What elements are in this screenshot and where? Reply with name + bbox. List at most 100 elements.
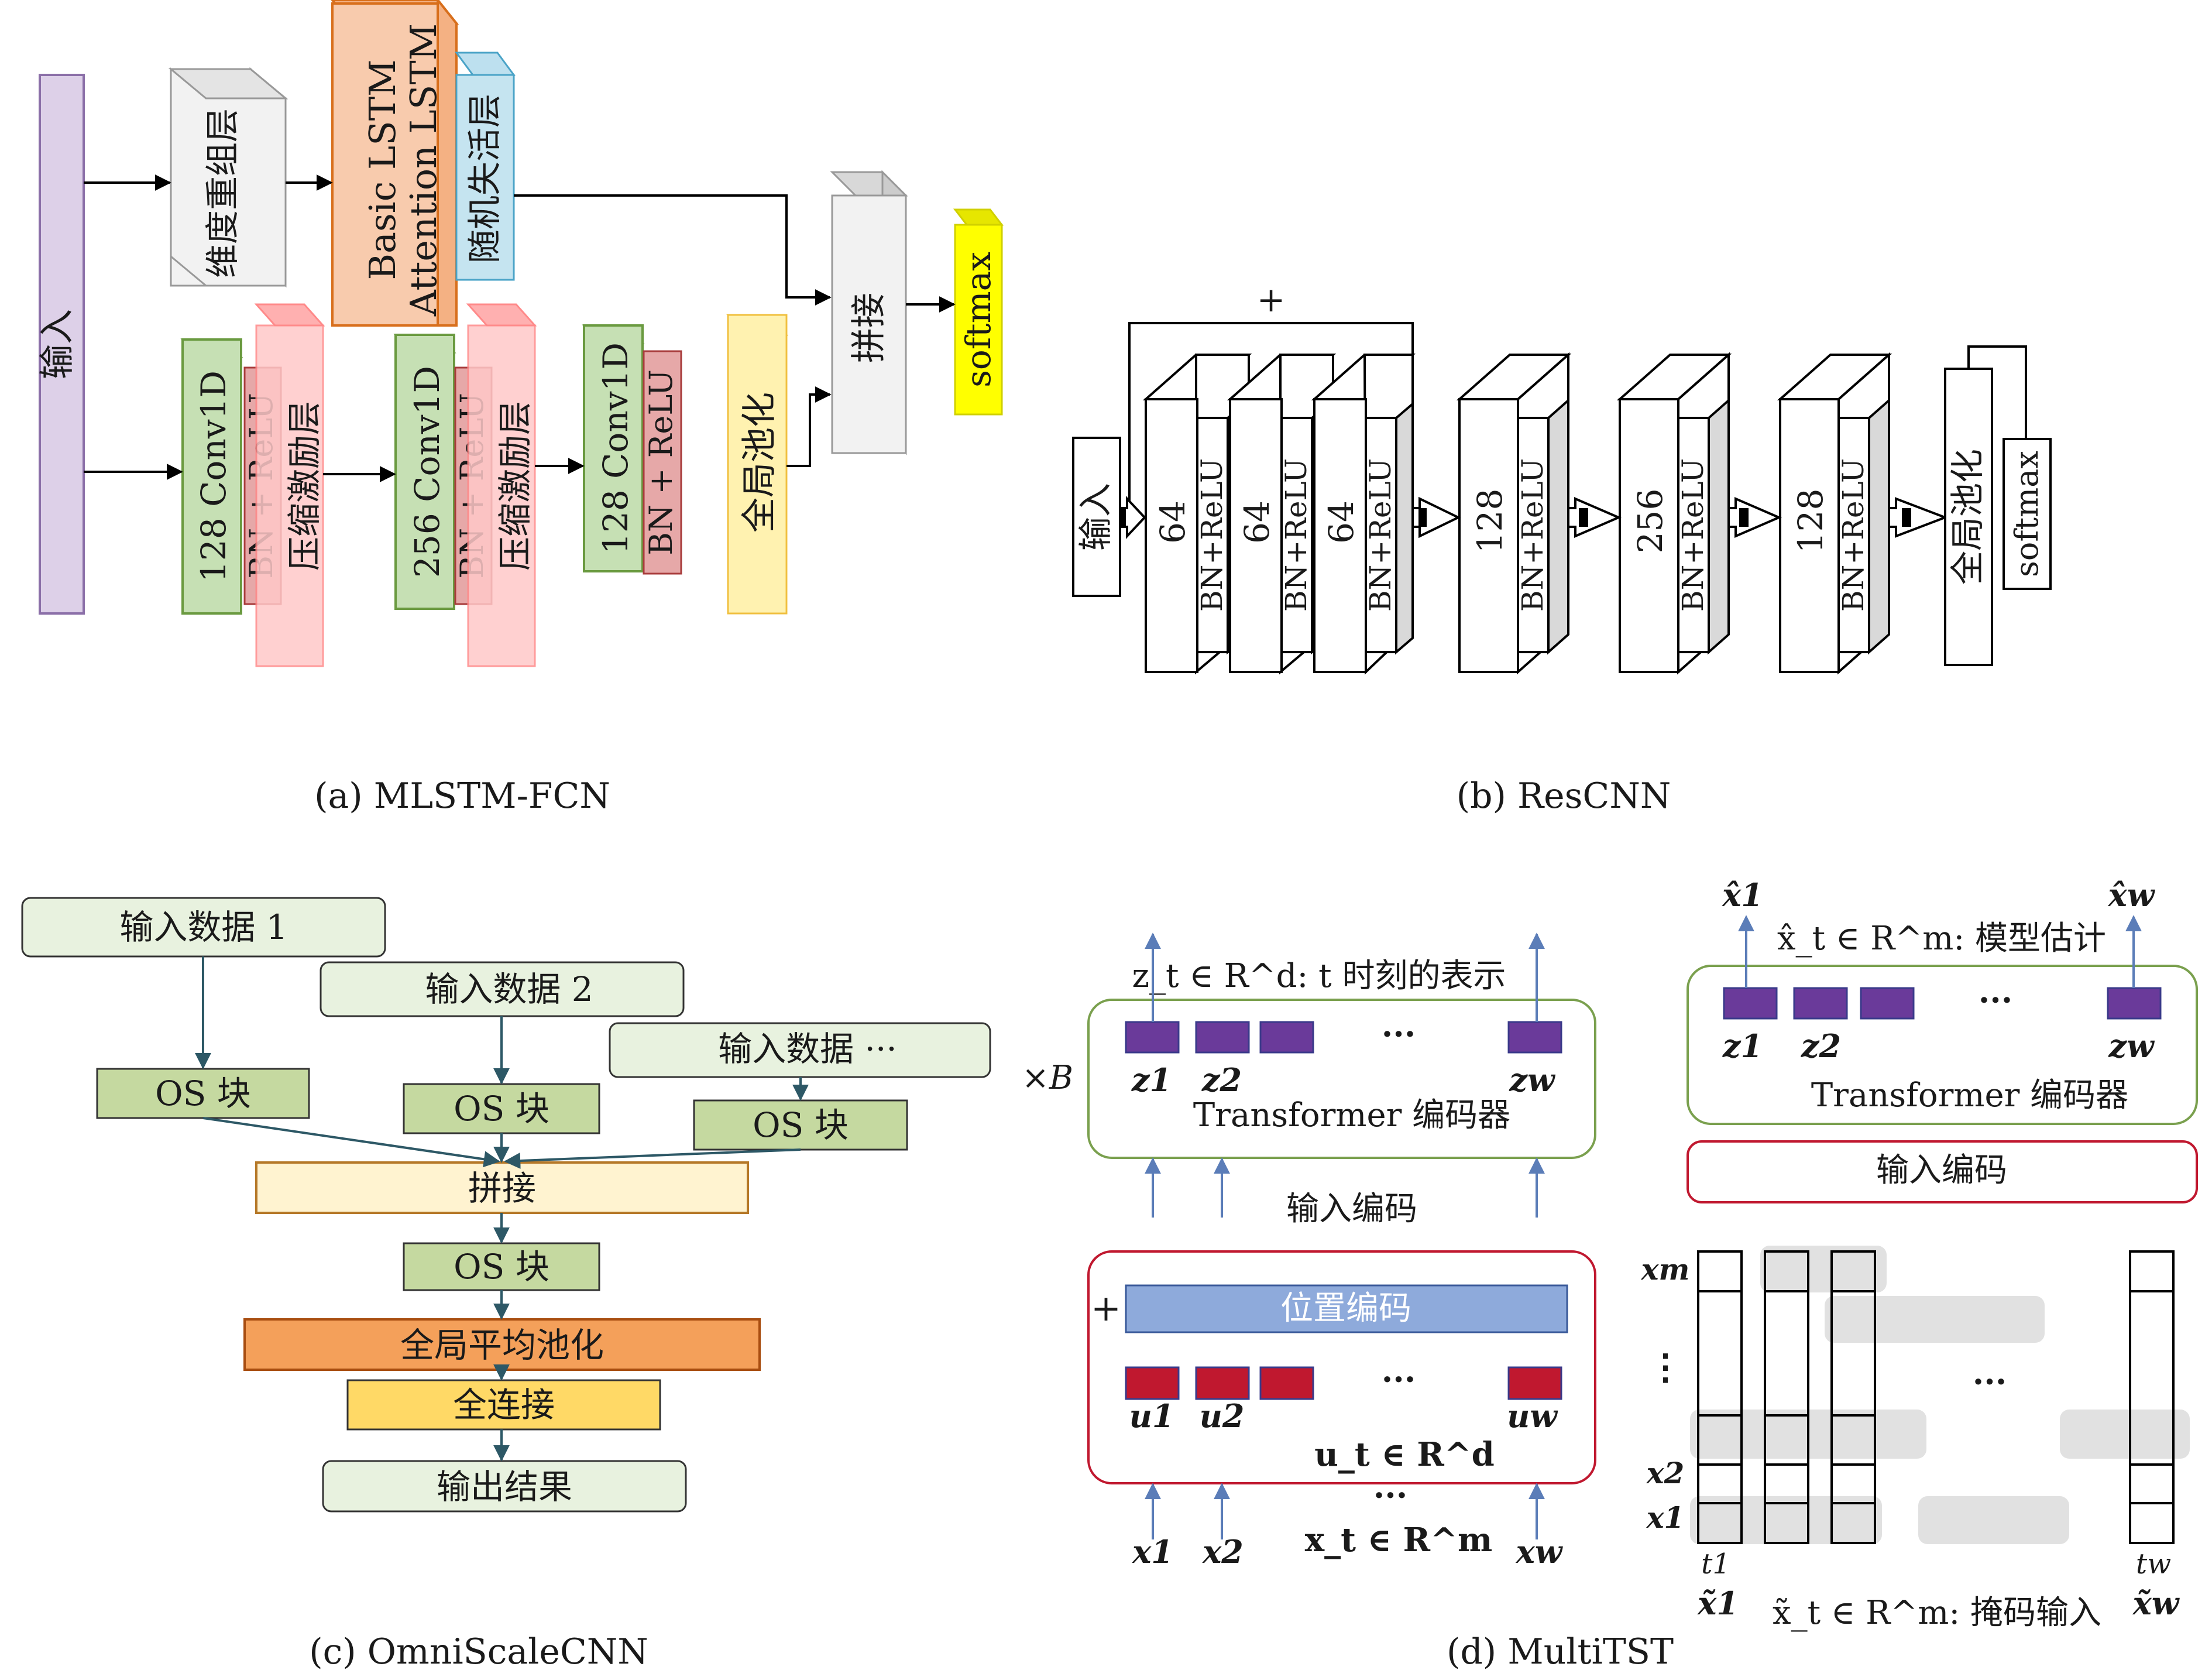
a-conv-block-2 — [393, 334, 456, 610]
c-os-block-1 — [96, 1068, 310, 1119]
d-pretrain-z-dots: ··· — [1979, 981, 2013, 1020]
a-se-block-2 — [466, 303, 537, 667]
d-pretrain-input-encoding-label: 输入编码 — [1876, 1151, 2007, 1189]
b-conv-block-4 — [1456, 352, 1572, 675]
c-input-3-label: 输入数据 ··· — [718, 1029, 897, 1069]
panel-a: 输入 维度重组层 Basic LSTM Attention LSTM 随机失活层 — [37, 0, 1004, 817]
d-z2: z2 — [1201, 1061, 1242, 1099]
d-z1: z1 — [1131, 1061, 1172, 1099]
d-xw: xw — [1516, 1533, 1564, 1570]
c-fc — [346, 1379, 661, 1431]
d-pretrain-z-w — [2107, 987, 2162, 1020]
a-bn3-label: BN + ReLU — [643, 369, 679, 555]
c-gap — [243, 1318, 761, 1371]
a-conv2-label: 256 Conv1D — [407, 366, 447, 578]
b-caption: (b) ResCNN — [1457, 776, 1671, 817]
b-filter-3: 64 — [1321, 500, 1361, 544]
a-lstm-block — [331, 0, 459, 327]
a-dropout-block — [455, 52, 516, 281]
d-x-label: x_t ∈ R^m — [1305, 1521, 1492, 1559]
d-input-encoding-label: 输入编码 — [1286, 1190, 1417, 1228]
a-input-box — [39, 74, 85, 615]
d-pretrain-input-encoding-box — [1687, 1140, 2198, 1203]
a-gap-block — [726, 314, 789, 615]
d-uw: uw — [1507, 1397, 1558, 1435]
d-input-arrows — [1145, 1483, 1545, 1539]
a-input-label: 输入 — [37, 309, 78, 379]
b-plus: + — [1257, 280, 1286, 320]
b-bn-2: BN+ReLU — [1279, 458, 1313, 612]
d-x2: x2 — [1202, 1533, 1244, 1570]
b-gap-label: 全局池化 — [1947, 449, 1987, 585]
d-xhat1: x̂1 — [1722, 876, 1763, 914]
a-conv-block-3 — [582, 324, 645, 572]
b-filter-2: 64 — [1237, 500, 1277, 544]
c-arrows — [195, 956, 809, 1462]
c-os-block-1-label: OS 块 — [155, 1074, 251, 1113]
b-bn-5: BN+ReLU — [1676, 458, 1710, 612]
c-os-block-3-label: OS 块 — [753, 1105, 849, 1145]
a-se-block-1 — [254, 303, 325, 667]
c-input-2-label: 输入数据 2 — [425, 969, 593, 1009]
a-concat-block — [830, 170, 908, 455]
b-filter-5: 256 — [1630, 489, 1670, 554]
d-z-label: z_t ∈ R^d: t 时刻的表示 — [1132, 957, 1506, 995]
d-plus: + — [1091, 1287, 1121, 1329]
d-pretrain-zw: zw — [2108, 1027, 2155, 1065]
d-pretrain-z-1 — [1723, 987, 1778, 1020]
d-pretrain-z2: z2 — [1801, 1027, 1841, 1065]
d-row-vdots: ⋮ — [1648, 1347, 1683, 1388]
a-gap-label: 全局池化 — [739, 392, 780, 533]
d-xhatw: x̂w — [2108, 876, 2156, 914]
d-pretrain-z-2 — [1793, 987, 1848, 1020]
d-encoder-label: Transformer 编码器 — [1193, 1096, 1510, 1134]
b-bn-4: BN+ReLU — [1516, 458, 1550, 612]
c-input-1-label: 输入数据 1 — [119, 907, 287, 947]
b-softmax-label: softmax — [2008, 451, 2045, 577]
d-u2: u2 — [1200, 1397, 1245, 1435]
c-concat-label: 拼接 — [468, 1168, 536, 1208]
d-time-tw: tw — [2136, 1548, 2171, 1580]
panel-c: 输入数据 1 输入数据 2 输入数据 ··· OS 块 OS 块 OS 块 拼接… — [21, 897, 991, 1670]
d-xhat-label: x̂_t ∈ R^m: 模型估计 — [1777, 920, 2106, 958]
b-conv-block-5 — [1616, 352, 1732, 675]
b-conv-block-3 — [1311, 354, 1416, 675]
d-times-b: ×B — [1022, 1059, 1073, 1097]
d-u1: u1 — [1129, 1397, 1174, 1435]
a-lstm-attention: Attention LSTM — [402, 23, 445, 317]
d-pretrain-z-3 — [1860, 987, 1915, 1020]
a-conv1-label: 128 Conv1D — [194, 371, 233, 582]
d-z-dots: ··· — [1382, 1015, 1416, 1054]
c-os-block-3 — [693, 1099, 908, 1151]
d-u-vec-2 — [1195, 1366, 1250, 1400]
d-z-vec-2 — [1195, 1021, 1250, 1054]
a-se2-label: 压缩激励层 — [495, 401, 535, 571]
c-caption: (c) OmniScaleCNN — [309, 1631, 648, 1670]
b-input-label: 输入 — [1076, 483, 1115, 551]
d-row-xm: xm — [1641, 1252, 1690, 1287]
b-filter-1: 64 — [1153, 500, 1193, 544]
a-conv3-label: 128 Conv1D — [596, 342, 636, 554]
d-pretrain-arrows — [1738, 915, 2142, 988]
a-bn-block-3 — [643, 350, 682, 575]
d-z-vec-1 — [1125, 1021, 1180, 1054]
b-filter-4: 128 — [1470, 489, 1510, 554]
d-time-t1: t1 — [1701, 1548, 1730, 1580]
d-row-x1: x1 — [1646, 1500, 1685, 1535]
b-input-box — [1072, 437, 1121, 597]
c-gap-label: 全局平均池化 — [400, 1325, 604, 1365]
d-u-vec-w — [1507, 1366, 1562, 1400]
d-u-vec-3 — [1259, 1366, 1314, 1400]
a-softmax-block — [953, 208, 1004, 416]
c-os-block-2-label: OS 块 — [454, 1089, 549, 1129]
d-u-label: u_t ∈ R^d — [1314, 1435, 1495, 1474]
a-reshape-block — [168, 67, 288, 288]
a-caption: (a) MLSTM-FCN — [314, 776, 610, 817]
d-time-columns — [1697, 1250, 2175, 1544]
b-bn-3: BN+ReLU — [1363, 458, 1397, 612]
d-zw: zw — [1509, 1061, 1556, 1099]
d-masked-label: x̃_t ∈ R^m: 掩码输入 — [1773, 1594, 2101, 1632]
d-pretrain-encoder-label: Transformer 编码器 — [1811, 1076, 2128, 1115]
c-fc-label: 全连接 — [453, 1385, 555, 1425]
